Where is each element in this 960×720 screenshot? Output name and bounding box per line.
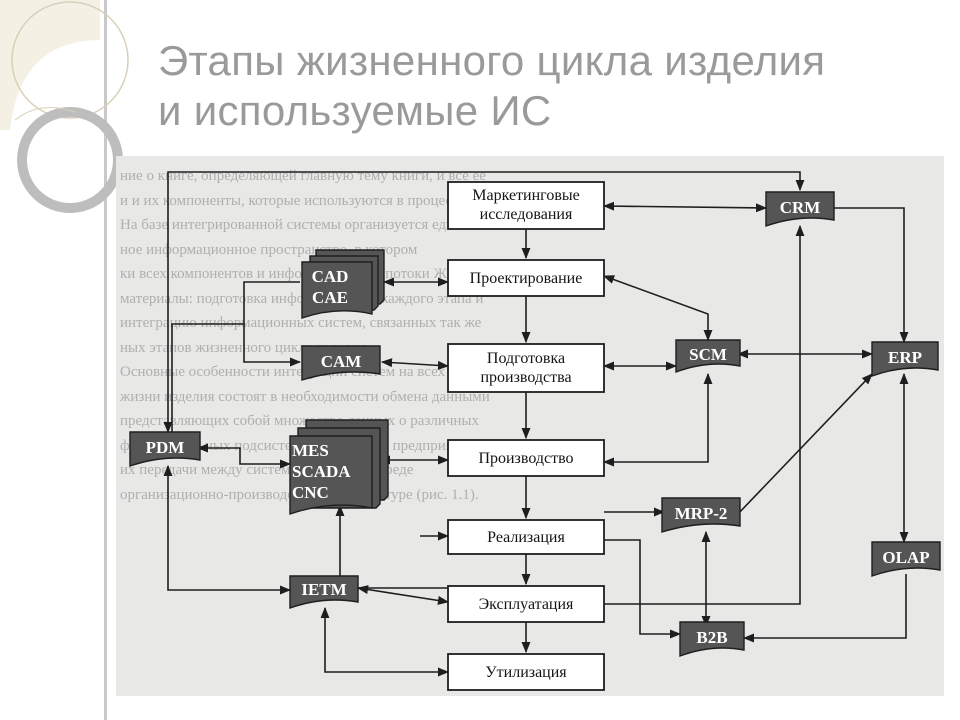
stage-prep-label: Подготовка производства (480, 350, 572, 386)
link-olap-b2b (742, 574, 907, 643)
stage-prep-box (447, 343, 605, 393)
system-cae-label: CAE (312, 288, 348, 307)
link-design-scm (602, 275, 713, 342)
system-pdm-label: PDM (145, 438, 185, 457)
system-shapes (129, 191, 941, 658)
scm-shape (675, 339, 741, 374)
stage-boxes (447, 181, 605, 691)
stage-sales-label: Реализация (487, 529, 565, 546)
link-ietm-disposal (320, 606, 450, 677)
mrp2-shape (661, 497, 741, 533)
stage-operation-label: Эксплуатация (478, 596, 574, 613)
link-marketing-crm (602, 201, 768, 213)
stage-production-box (447, 439, 605, 477)
b2b-shape (679, 621, 745, 658)
title-line-1: Этапы жизненного цикла изделия (158, 37, 826, 84)
system-scm-label: SCM (689, 345, 727, 364)
stage-disposal-label: Утилизация (485, 664, 567, 681)
system-mrp2-label: MRP-2 (674, 504, 728, 523)
stage-marketing-label: Маркетинговые исследования (472, 187, 580, 223)
link-pdm-ietm (163, 464, 292, 595)
stage-production-label: Производство (478, 450, 574, 467)
connectors (163, 171, 909, 677)
system-erp-label: ERP (888, 348, 922, 367)
pdm-shape (129, 431, 201, 467)
erp-shape (871, 341, 939, 377)
stage-marketing-box (447, 181, 605, 230)
olap-shape (871, 541, 941, 577)
ietm-shape (289, 575, 359, 609)
system-mes-label: MES (292, 441, 329, 460)
system-b2b-label: B2B (696, 628, 728, 647)
stage-sales-box (447, 519, 605, 555)
link-mrp-erp (735, 373, 873, 517)
link-pdm-cad-cam (171, 281, 300, 432)
system-cad-label: CAD (311, 267, 349, 286)
link-crm-erp (832, 207, 909, 344)
slide-title: Этапы жизненного цикла изделия и использ… (158, 36, 948, 136)
link-pdm-mes (196, 443, 292, 469)
stage-design-label: Проектирование (469, 270, 583, 287)
title-line-2: и используемые ИС (158, 87, 552, 134)
stage-disposal-box (447, 653, 605, 691)
system-olap-label: OLAP (882, 548, 930, 567)
link-production-mrp (602, 372, 713, 467)
left-accent-rule (104, 0, 107, 720)
link-operation-crm (604, 224, 805, 605)
system-cnc-label: CNC (292, 483, 329, 502)
stage-design-box (447, 259, 605, 297)
link-sales-b2b (604, 539, 682, 639)
link-ietm-operation (356, 585, 450, 605)
system-crm-label: CRM (779, 198, 821, 217)
link-cam-prep (380, 358, 450, 370)
system-ietm-label: IETM (301, 580, 347, 599)
stage-operation-box (447, 585, 605, 623)
mes-scada-cnc-shape (289, 435, 373, 515)
system-scada-label: SCADA (292, 462, 351, 481)
crm-shape (765, 191, 835, 227)
link-pdm-up (163, 171, 805, 434)
cam-shape (301, 345, 381, 381)
cad-cae-shape (301, 261, 373, 319)
system-cam-label: CAM (320, 352, 362, 371)
